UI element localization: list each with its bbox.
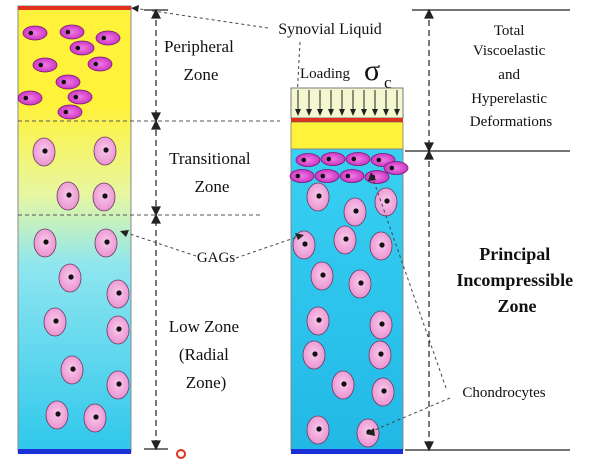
low-zone-label: Low Zone (Radial Zone) — [169, 317, 244, 392]
loading-arrows — [295, 90, 400, 116]
chondrocytes-arrowhead-top — [368, 172, 376, 181]
down-arrow-icon — [394, 90, 400, 116]
flat-chondrocyte — [87, 56, 113, 72]
chondrocytes-label: Chondrocytes — [462, 385, 545, 401]
right-top-surface — [291, 118, 403, 122]
sigma-symbol: σ — [364, 54, 380, 87]
synovial-liquid-arrows — [132, 7, 301, 119]
synovial-liquid-label: Synovial Liquid — [278, 21, 382, 38]
down-arrow-icon — [350, 90, 356, 116]
flat-chondrocyte — [289, 169, 315, 183]
round-chondrocyte — [106, 279, 130, 309]
total-deformations-label: Total Viscoelastic and Hyperelastic Defo… — [470, 23, 553, 130]
round-chondrocyte — [310, 261, 334, 291]
flat-chondrocyte — [57, 104, 83, 120]
round-chondrocyte — [368, 340, 392, 370]
loading-label: Loading — [300, 66, 350, 82]
round-chondrocyte — [369, 231, 393, 261]
chondrocytes-arrows — [369, 175, 451, 433]
round-chondrocyte — [106, 370, 130, 400]
left-column — [17, 5, 132, 454]
round-chondrocyte — [374, 187, 398, 217]
down-arrow-icon — [339, 90, 345, 116]
round-chondrocyte — [94, 228, 118, 258]
flat-chondrocyte — [32, 57, 58, 73]
round-chondrocyte — [32, 137, 56, 167]
chondrocytes-arrowhead-bottom — [366, 428, 375, 436]
gags-arrowhead-right — [295, 233, 304, 240]
round-chondrocyte — [369, 310, 393, 340]
transitional-zone-label: Transitional Zone — [169, 149, 255, 196]
flat-chondrocyte — [339, 169, 365, 183]
right-column — [289, 118, 409, 454]
red-circle-marker-icon — [176, 449, 186, 459]
down-arrow-icon — [306, 90, 312, 116]
flat-chondrocyte — [59, 24, 85, 40]
right-bottom-surface — [291, 449, 403, 454]
flat-chondrocyte — [295, 153, 321, 167]
down-arrow-icon — [383, 90, 389, 116]
left-top-surface — [18, 6, 131, 10]
flat-chondrocyte — [69, 40, 95, 56]
right-compressed-layer — [290, 121, 404, 150]
round-chondrocyte — [106, 315, 130, 345]
gags-arrows — [123, 231, 301, 259]
flat-chondrocyte — [383, 161, 409, 175]
down-arrow-icon — [295, 90, 301, 116]
round-chondrocyte — [83, 403, 107, 433]
round-chondrocyte — [371, 377, 395, 407]
flat-chondrocyte — [22, 25, 48, 41]
gags-arrowhead-left — [120, 230, 129, 237]
round-chondrocyte — [58, 263, 82, 293]
zone-dimension-line — [144, 8, 168, 451]
round-chondrocyte — [92, 182, 116, 212]
flat-chondrocyte — [67, 89, 93, 105]
round-chondrocyte — [306, 415, 330, 445]
synovial-arrowhead-left — [131, 5, 139, 12]
gags-label: GAGs — [197, 250, 235, 266]
round-chondrocyte — [331, 370, 355, 400]
round-chondrocyte — [343, 197, 367, 227]
flat-chondrocyte — [314, 169, 340, 183]
sigma-subscript: c — [384, 73, 392, 92]
flat-chondrocyte — [95, 30, 121, 46]
round-chondrocyte — [348, 269, 372, 299]
flat-chondrocyte — [320, 152, 346, 166]
round-chondrocyte — [306, 306, 330, 336]
deformation-dimension-lines — [405, 8, 570, 452]
down-arrow-icon — [361, 90, 367, 116]
round-chondrocyte — [43, 307, 67, 337]
left-round-cells — [32, 136, 130, 433]
flat-chondrocyte — [17, 90, 43, 106]
round-chondrocyte — [33, 228, 57, 258]
peripheral-zone-label: Peripheral Zone — [164, 37, 238, 84]
down-arrow-icon — [317, 90, 323, 116]
round-chondrocyte — [306, 182, 330, 212]
principal-zone-label: Principal Incompressible Zone — [456, 244, 577, 316]
down-arrow-icon — [328, 90, 334, 116]
round-chondrocyte — [60, 355, 84, 385]
flat-chondrocyte — [55, 74, 81, 90]
flat-chondrocyte — [345, 152, 371, 166]
left-flat-cells — [17, 24, 121, 120]
left-bottom-surface — [18, 449, 131, 454]
round-chondrocyte — [56, 181, 80, 211]
down-arrow-icon — [372, 90, 378, 116]
round-chondrocyte — [302, 340, 326, 370]
right-flat-cells — [289, 152, 409, 184]
round-chondrocyte — [45, 400, 69, 430]
round-chondrocyte — [93, 136, 117, 166]
flat-chondrocyte — [364, 170, 390, 184]
round-chondrocyte — [333, 225, 357, 255]
